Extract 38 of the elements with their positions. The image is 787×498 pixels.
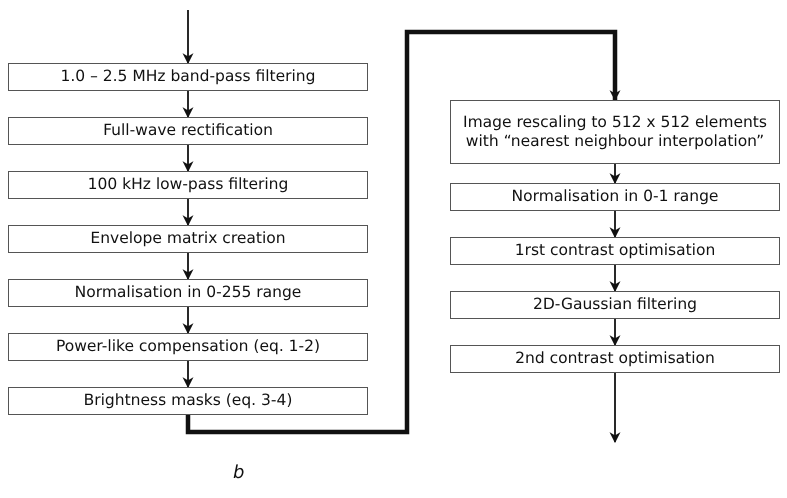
arrow [610,319,620,346]
step-text: 2D-Gaussian filtering [532,295,698,315]
arrow [610,164,620,184]
process-box [8,279,368,307]
arrow [182,253,194,280]
process-box [8,117,368,145]
arrow [610,211,620,238]
process-box [8,171,368,199]
arrow [186,30,620,434]
step-text: Power-like compensation (eq. 1-2) [56,337,320,357]
process-box [450,100,780,164]
step-text: Normalisation in 0-255 range [74,283,302,303]
arrow [182,361,194,388]
step-text: 2nd contrast optimisation [515,349,715,369]
process-box [8,387,368,415]
step-text: Normalisation in 0-1 range [512,187,718,207]
panel-label: b [233,462,244,483]
process-box [450,237,780,265]
step-text: Image rescaling to 512 x 512 elements with “nearest neighbour interpolation” [462,112,768,152]
arrow [182,199,194,226]
process-box [450,183,780,211]
arrow [182,307,194,334]
step-text: Full-wave rectification [103,121,273,141]
arrow [182,10,194,64]
process-box [8,225,368,253]
process-box [450,291,780,319]
process-box [8,333,368,361]
step-text: Envelope matrix creation [90,229,286,249]
arrow [610,265,620,292]
step-text: 1.0 – 2.5 MHz band-pass filtering [60,67,316,87]
arrow [182,145,194,172]
arrow [610,373,620,444]
step-text: 1rst contrast optimisation [514,241,716,261]
process-box [8,63,368,91]
step-text: 100 kHz low-pass filtering [88,175,288,195]
process-box [450,345,780,373]
step-text: Brightness masks (eq. 3-4) [84,391,292,411]
arrow [182,91,194,118]
